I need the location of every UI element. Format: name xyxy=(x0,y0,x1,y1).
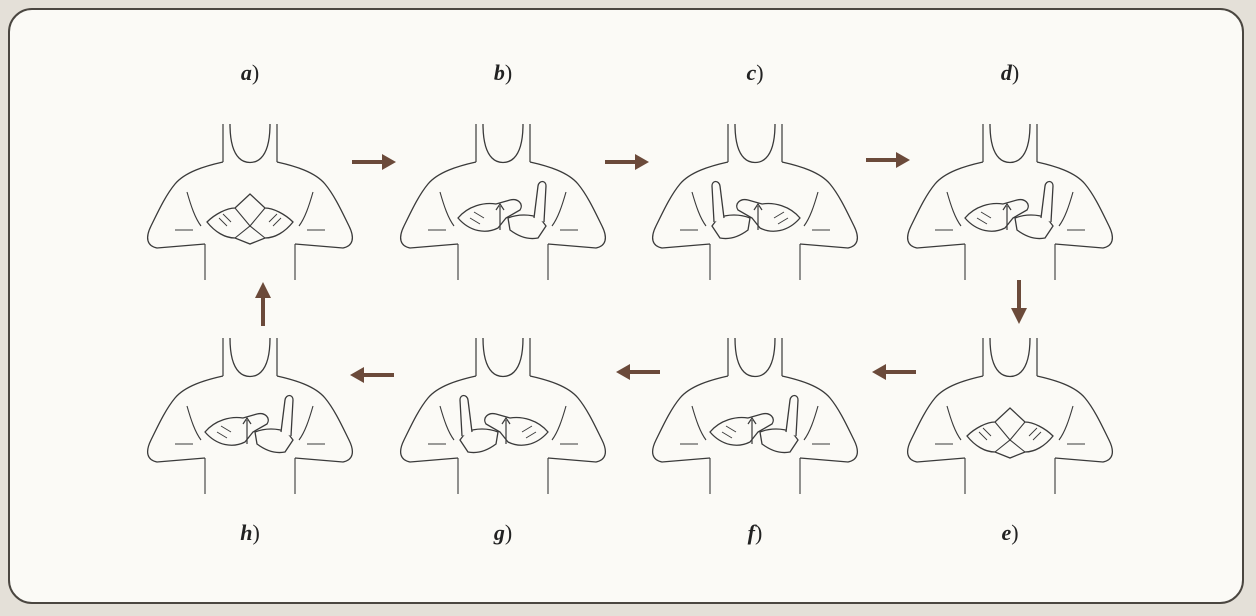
panel-letter-d: d xyxy=(1001,60,1012,85)
panel-paren-g: ) xyxy=(505,520,512,545)
panel-letter-c: c xyxy=(746,60,756,85)
panel-label-d: d) xyxy=(1001,60,1019,86)
panel-paren-b: ) xyxy=(505,60,512,85)
arrow-c-to-d xyxy=(866,152,910,173)
arrow-b-to-c xyxy=(605,154,649,175)
panel-label-h: h) xyxy=(240,520,260,546)
arrow-e-to-f xyxy=(872,364,916,385)
arrow-f-to-g xyxy=(616,364,660,385)
panel-label-g: g) xyxy=(494,520,512,546)
signer-figure-g xyxy=(388,336,618,496)
panel-letter-b: b xyxy=(494,60,505,85)
diagram-frame xyxy=(8,8,1244,604)
panel-label-a: a) xyxy=(241,60,259,86)
panel-label-f: f) xyxy=(748,520,763,546)
arrow-h-to-a xyxy=(255,282,271,331)
panel-letter-e: e xyxy=(1001,520,1011,545)
signer-figure-d xyxy=(895,122,1125,282)
panel-label-e: e) xyxy=(1001,520,1018,546)
panel-paren-h: ) xyxy=(252,520,259,545)
arrow-d-to-e xyxy=(1011,280,1027,329)
signer-figure-h xyxy=(135,336,365,496)
arrow-a-to-b xyxy=(352,154,396,175)
panel-paren-f: ) xyxy=(755,520,762,545)
panel-paren-e: ) xyxy=(1011,520,1018,545)
signer-figure-e xyxy=(895,336,1125,496)
panel-paren-d: ) xyxy=(1012,60,1019,85)
panel-paren-a: ) xyxy=(252,60,259,85)
panel-letter-g: g xyxy=(494,520,505,545)
panel-paren-c: ) xyxy=(756,60,763,85)
panel-letter-a: a xyxy=(241,60,252,85)
panel-letter-h: h xyxy=(240,520,252,545)
panel-label-b: b) xyxy=(494,60,512,86)
arrow-g-to-h xyxy=(350,367,394,388)
signer-figure-a xyxy=(135,122,365,282)
signer-figure-f xyxy=(640,336,870,496)
signer-figure-b xyxy=(388,122,618,282)
signer-figure-c xyxy=(640,122,870,282)
panel-label-c: c) xyxy=(746,60,763,86)
